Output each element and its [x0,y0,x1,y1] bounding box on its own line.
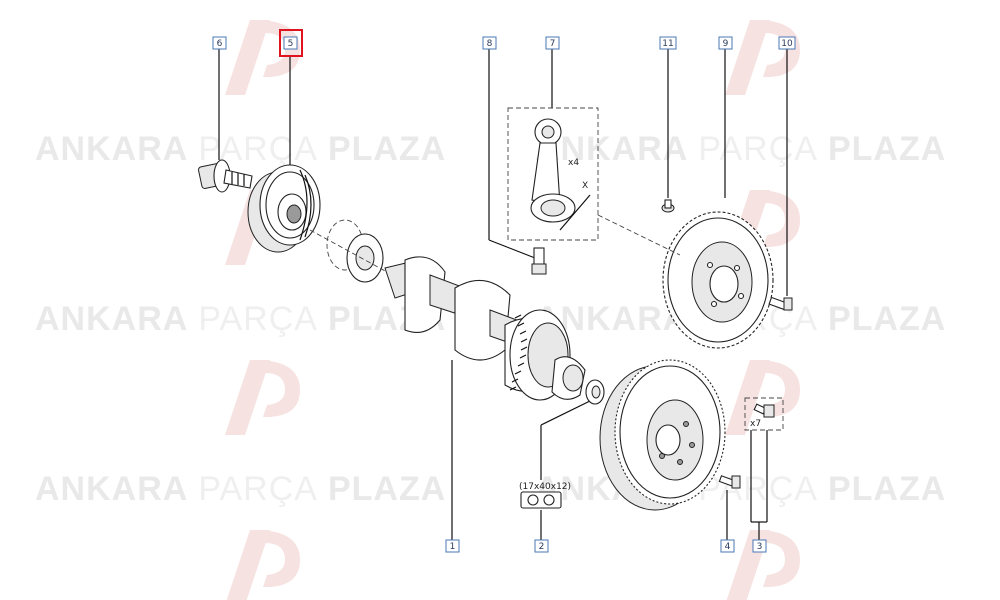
bolt-quantity: x7 [750,419,761,429]
watermark-logo-icon [726,530,800,600]
part-5-crankshaft-pulley [247,164,321,253]
callout-4[interactable]: 4 [720,539,735,553]
svg-text:4: 4 [725,542,731,552]
rod-marker: X [582,181,588,191]
callout-3[interactable]: 3 [752,539,767,553]
rod-quantity: x4 [568,158,579,168]
part-1-crankshaft [384,256,586,401]
callout-1[interactable]: 1 [445,539,460,553]
callout-6[interactable]: 6 [212,36,227,50]
part-3-flywheel [599,359,726,511]
watermark-logo-icon [226,530,300,600]
callout-2[interactable]: 2 [534,539,549,553]
part-2-pilot-bearing: (17x40x12) [519,379,605,509]
svg-text:7: 7 [550,39,556,49]
flywheel-bolt-set: x7 [744,397,784,431]
callout-11[interactable]: 11 [659,36,677,50]
part-7-connecting-rod: x4 X [507,107,599,241]
part-6-pulley-bolt [198,159,253,193]
svg-text:2: 2 [539,542,545,552]
callout-8[interactable]: 8 [482,36,497,50]
callout-7[interactable]: 7 [545,36,560,50]
part-10-bolt [768,296,793,311]
part-4-flywheel-bolt [718,475,741,489]
svg-text:1: 1 [450,542,456,552]
watermark-logo-icon [225,20,300,95]
watermark-logo-icon [725,360,800,435]
callouts: 6 5 8 7 11 9 10 1 [212,29,796,553]
svg-text:6: 6 [217,39,223,49]
svg-text:5: 5 [288,39,294,49]
leader-lines [218,49,788,540]
watermark-logo-icon [725,20,800,95]
callout-10[interactable]: 10 [778,36,796,50]
bearing-size-label: (17x40x12) [519,482,571,492]
callout-5-highlighted[interactable]: 5 [279,29,303,57]
callout-9[interactable]: 9 [718,36,733,50]
part-11-small-bolt [661,199,675,213]
svg-text:9: 9 [723,39,729,49]
svg-text:8: 8 [487,39,493,49]
svg-text:11: 11 [662,39,673,49]
part-8-rod-bolt [531,247,547,275]
svg-text:10: 10 [781,39,793,49]
svg-text:3: 3 [757,542,763,552]
part-9-flywheel-ring-gear [597,211,774,349]
watermark-logo-icon [225,360,300,435]
watermark-logo-icon [225,190,300,265]
